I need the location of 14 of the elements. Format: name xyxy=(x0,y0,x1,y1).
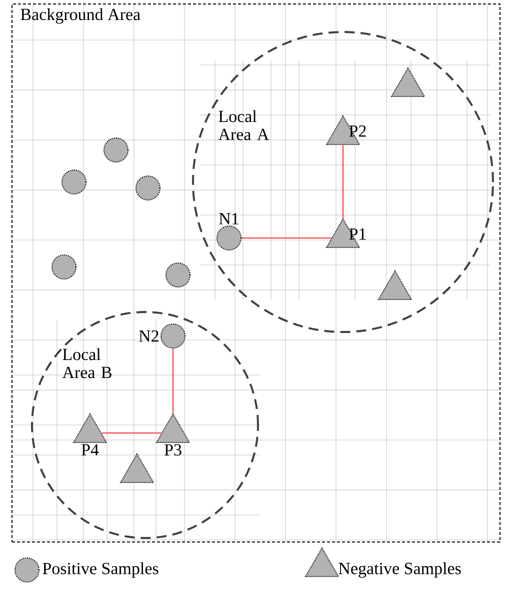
legend-label: Positive Samples xyxy=(42,562,158,578)
sample-circle xyxy=(52,254,76,280)
legend-label: Negative Samples xyxy=(338,562,461,578)
node-label: P4 xyxy=(82,444,99,456)
sample-circle xyxy=(136,176,160,200)
node-label: P3 xyxy=(164,444,182,456)
connector-line xyxy=(342,144,344,218)
connector-line xyxy=(172,348,174,414)
connector-line xyxy=(101,432,162,434)
node-label: N1 xyxy=(219,213,238,224)
sample-circle xyxy=(62,170,86,194)
sample-circle xyxy=(166,262,190,288)
node-label: N2 xyxy=(139,330,158,342)
sample-circle xyxy=(104,138,128,162)
